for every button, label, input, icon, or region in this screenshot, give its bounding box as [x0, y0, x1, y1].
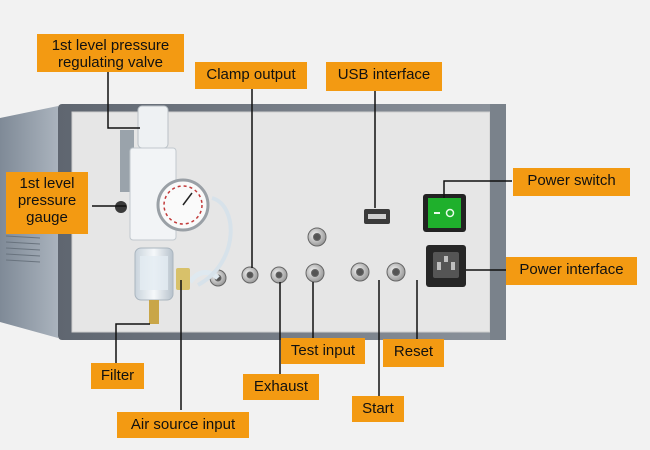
leader-lines: [92, 72, 512, 410]
drain-valve: [149, 300, 159, 324]
label-usb-interface: USB interface: [326, 62, 442, 91]
label-pressure-gauge: 1st level pressure gauge: [6, 172, 88, 234]
label-exhaust: Exhaust: [243, 374, 319, 400]
power-inlet-graphic: [426, 245, 466, 287]
label-pressure-regulating-valve: 1st level pressure regulating valve: [37, 34, 184, 72]
frame-corner-right: [490, 104, 506, 340]
air-tube: [187, 270, 220, 284]
label-reset: Reset: [383, 339, 444, 367]
label-test-input: Test input: [281, 338, 365, 364]
power-switch-graphic: [423, 194, 466, 232]
label-start: Start: [352, 396, 404, 422]
valve-knob: [137, 105, 169, 149]
label-power-interface: Power interface: [506, 257, 637, 285]
label-power-switch: Power switch: [513, 168, 630, 196]
label-clamp-output: Clamp output: [195, 62, 307, 89]
label-air-source-input: Air source input: [117, 412, 249, 438]
fittings: [209, 227, 406, 287]
usb-port: [364, 209, 390, 224]
label-filter: Filter: [91, 363, 144, 389]
